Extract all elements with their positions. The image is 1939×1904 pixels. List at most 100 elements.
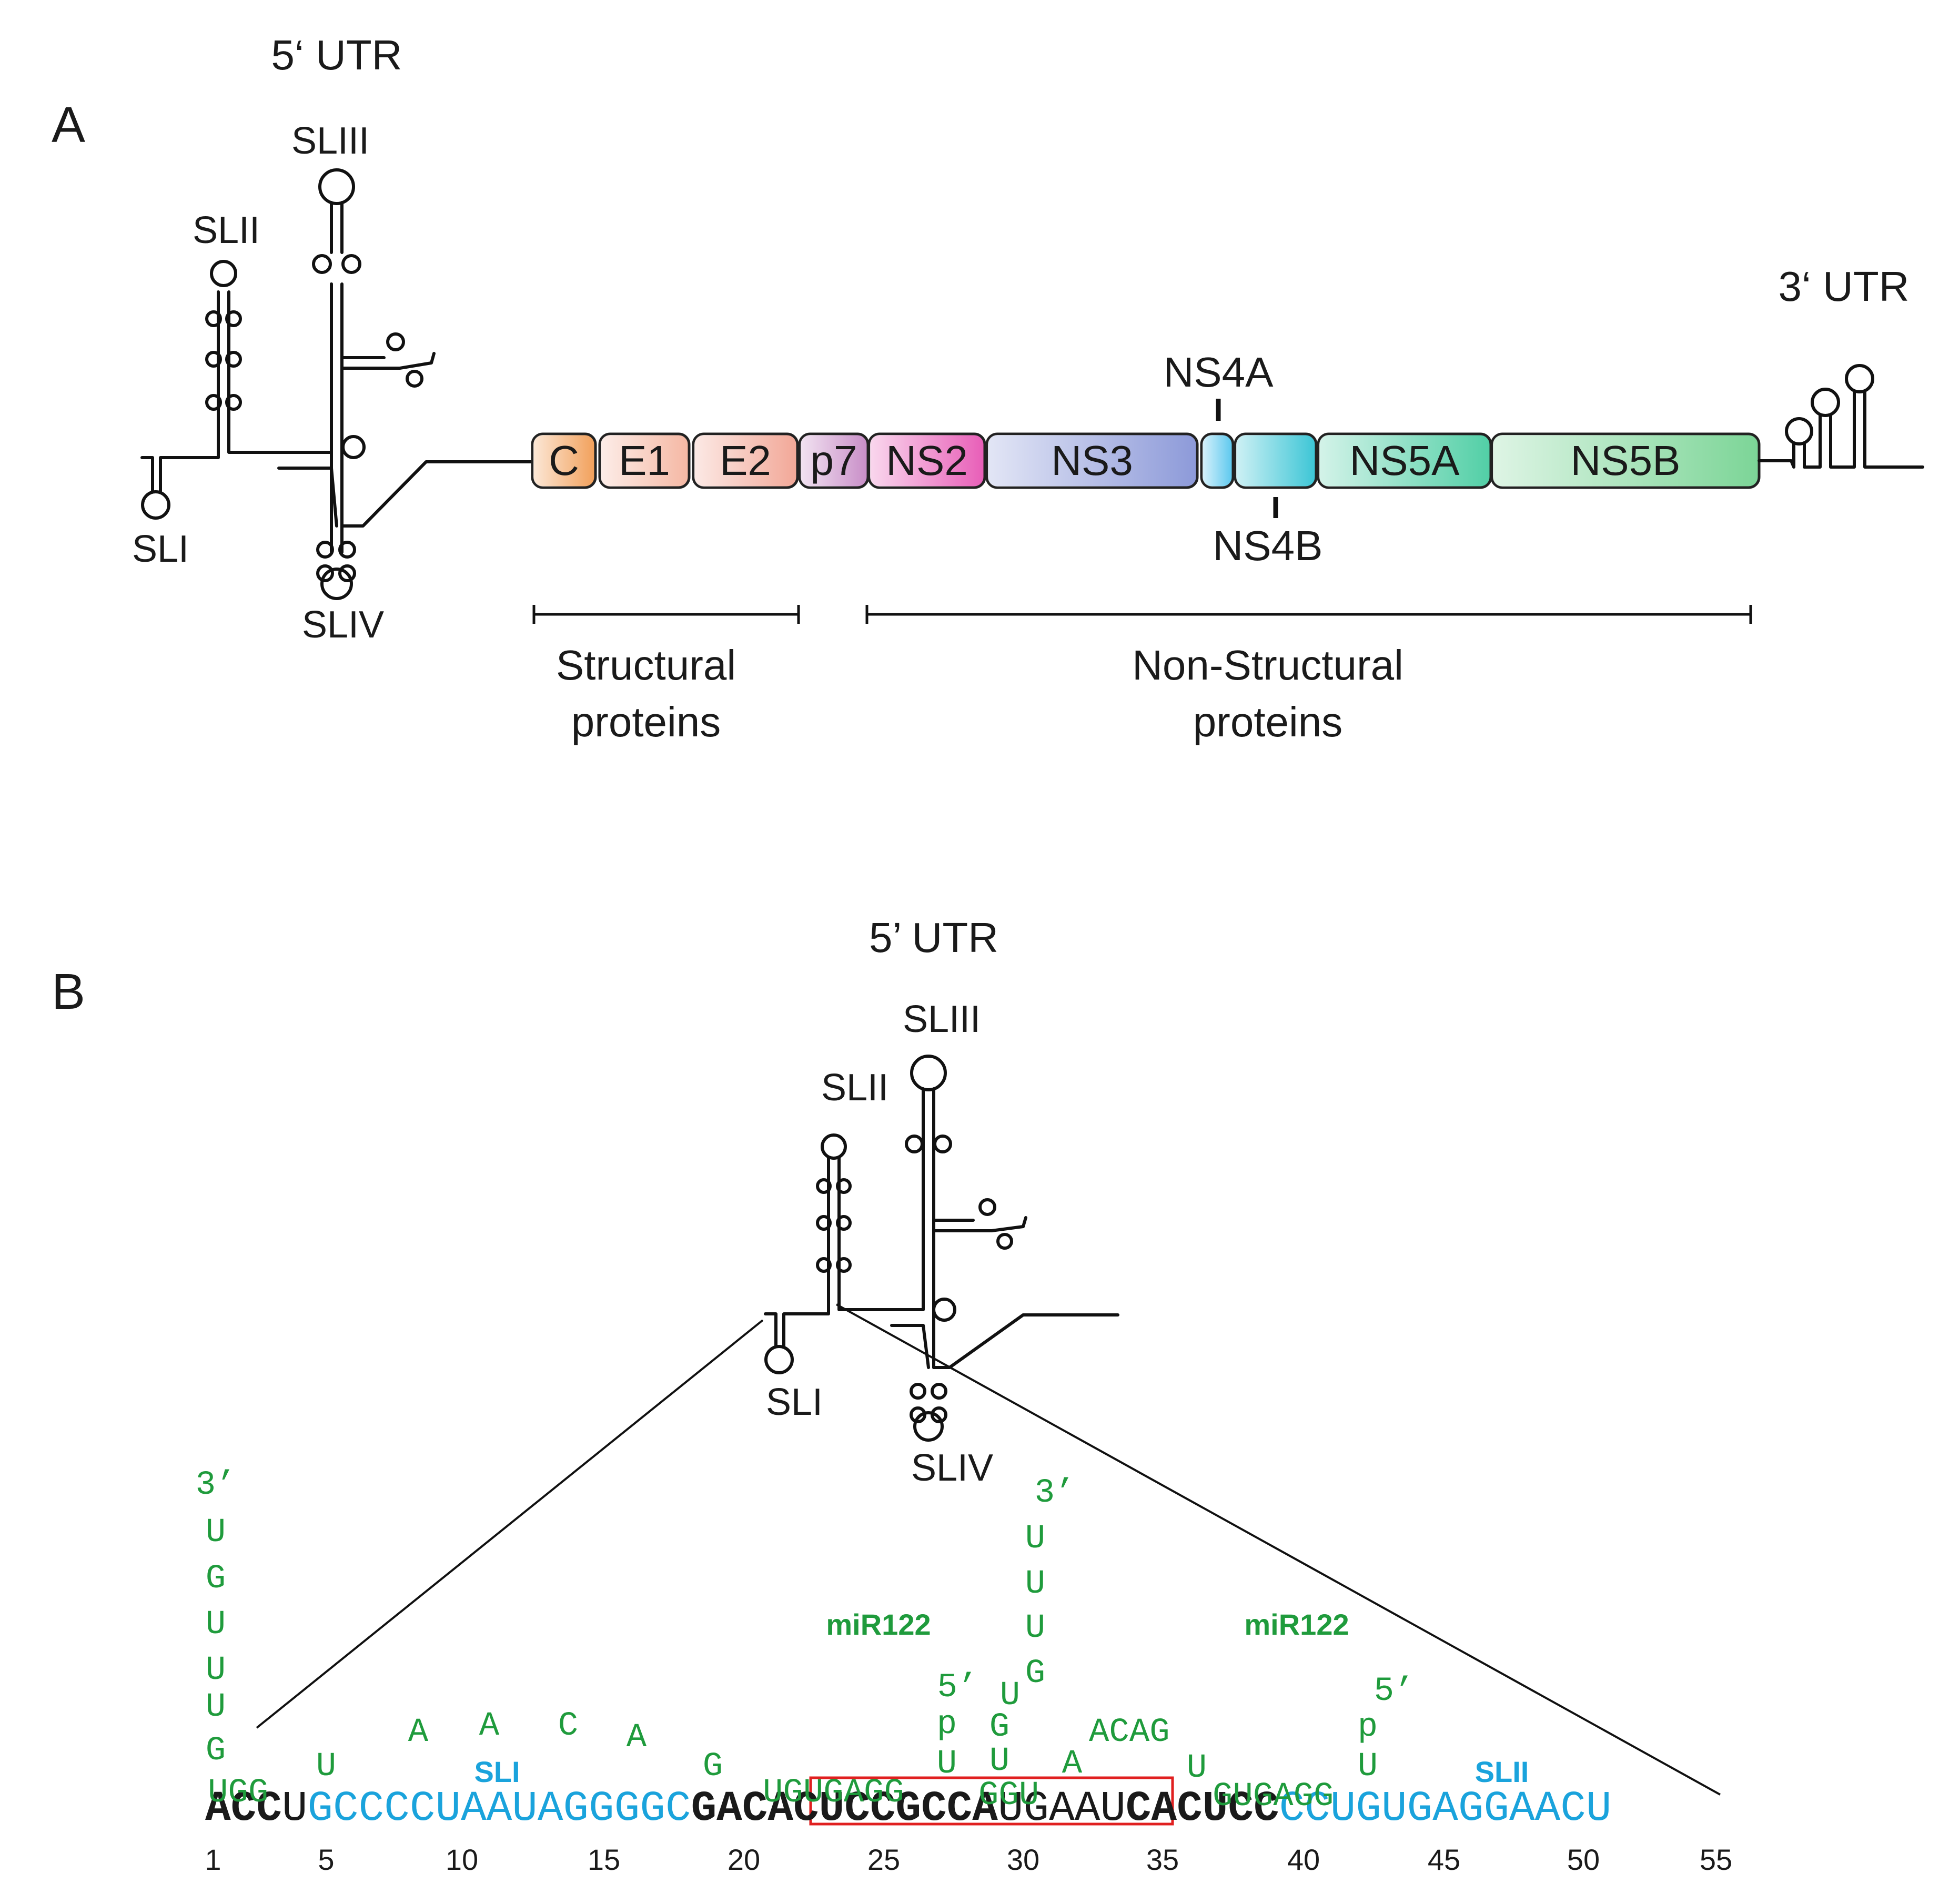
gene-ns2-sheen: [870, 435, 984, 487]
seq-seg-5: ACUCCGCCA: [767, 1785, 998, 1833]
mir1-loop-0: U: [316, 1748, 336, 1786]
gene-c: C: [531, 432, 597, 489]
seq-seg-8: CACUCC: [1126, 1785, 1279, 1833]
seq-seg-9: CCUGUGAGGAACU: [1279, 1785, 1612, 1833]
panel-a-utr5-title: 5‘ UTR: [271, 32, 402, 78]
nonstructural-label-line2: proteins: [1193, 698, 1343, 745]
pos-20: 20: [728, 1843, 760, 1876]
gene-c-label: C: [549, 437, 579, 484]
panel-a-label-slii: SLII: [193, 209, 260, 251]
gene-ns5b-label: NS5B: [1571, 437, 1681, 484]
gene-ns5a-label: NS5A: [1350, 437, 1460, 484]
pos-5: 5: [318, 1843, 334, 1876]
seed-highlight-box: [809, 1776, 1174, 1826]
mir1-v4: U: [206, 1652, 226, 1689]
panel-b-utr5-title: 5’ UTR: [869, 914, 998, 961]
nonstructural-label-line1: Non-Structural: [1132, 642, 1403, 688]
mir2-paired: UGUGAGG: [763, 1774, 904, 1812]
pos-1: 1: [205, 1843, 221, 1876]
panel-a-label-sli: SLI: [132, 528, 189, 570]
structural-label-line2: proteins: [571, 698, 721, 745]
mir3-v0: 3’: [1035, 1474, 1075, 1512]
gene-p7-sheen: [801, 435, 867, 487]
mir3-bulge-0: U: [1000, 1677, 1020, 1715]
mir1-base: UGG: [208, 1774, 268, 1812]
structural-bracket: [532, 605, 800, 624]
mir2-prime5: 5’: [937, 1669, 978, 1707]
gene-ns5a: NS5A: [1317, 432, 1492, 489]
mirna-1: 3’ U G U U U G UGG U A A C A G: [196, 1466, 723, 1812]
gene-e1-label: E1: [619, 437, 670, 484]
seq-seg-4: GAC: [691, 1785, 768, 1833]
mir4-paired: GUGAGG: [1213, 1778, 1334, 1816]
panel-b: B 5’ UTR SLI: [52, 914, 1732, 1876]
gene-ns4b-sheen: [1236, 435, 1315, 487]
gene-ns4b: [1234, 432, 1318, 489]
mir1-v1: U: [206, 1514, 226, 1552]
mir3-v3: U: [1025, 1609, 1045, 1647]
mir3-v2: U: [1025, 1565, 1045, 1603]
seq-label-slii: SLII: [1475, 1755, 1529, 1788]
pos-45: 45: [1428, 1843, 1460, 1876]
panel-b-label-sli: SLI: [766, 1381, 823, 1423]
mir3-acag: ACAG: [1089, 1714, 1170, 1751]
mirna-2: miR122 UGUGAGG 5’ p U: [763, 1608, 977, 1812]
pos-25: 25: [867, 1843, 900, 1876]
mir1-v3: U: [206, 1606, 226, 1644]
mir1-loop-1: A: [408, 1714, 429, 1751]
panel-b-utr5-structure: [764, 1055, 1119, 1442]
panel-a-label-sliii: SLIII: [291, 120, 369, 162]
mir4-p: p: [1358, 1708, 1378, 1746]
pos-10: 10: [446, 1843, 478, 1876]
mir4-name: miR122: [1244, 1608, 1349, 1641]
mirna-4: miR122 GUGAGG 5’ p U: [1213, 1608, 1414, 1816]
panel-a: A 5‘ UTR: [52, 32, 1924, 745]
mir3-u: U: [1187, 1749, 1207, 1787]
zoom-line-right: [836, 1303, 1721, 1796]
mir1-v2: G: [206, 1560, 226, 1598]
seq-seg-2: U: [282, 1785, 308, 1833]
zoom-line-left: [256, 1319, 764, 1729]
pos-30: 30: [1007, 1843, 1039, 1876]
panel-b-label-slii: SLII: [821, 1067, 888, 1109]
panel-b-label-sliii: SLIII: [903, 998, 981, 1040]
pos-50: 50: [1567, 1843, 1600, 1876]
seq-seg-6: UGAA: [998, 1785, 1100, 1833]
gene-ns2: NS2: [867, 432, 986, 489]
panel-a-letter: A: [52, 97, 85, 153]
pos-15: 15: [588, 1843, 620, 1876]
panel-b-label-sliv: SLIV: [911, 1447, 993, 1489]
mir4-u: U: [1358, 1748, 1378, 1786]
seq-seg-1: ACC: [205, 1785, 282, 1833]
panel-a-utr3-title: 3‘ UTR: [1779, 263, 1910, 310]
gene-e1: E1: [598, 432, 691, 489]
mir1-loop-3: C: [558, 1707, 578, 1745]
mir1-v6: G: [206, 1732, 226, 1770]
mir3-a: A: [1062, 1745, 1083, 1783]
mir1-loop-2: A: [479, 1707, 500, 1745]
position-numbers: 1 5 10 15 20 25 30 35 40 45 50 55: [205, 1843, 1732, 1876]
pos-40: 40: [1287, 1843, 1320, 1876]
gene-e2: E2: [692, 432, 799, 489]
mir1-loop-4: A: [627, 1719, 647, 1757]
mir2-name: miR122: [826, 1608, 931, 1641]
gene-e2-label: E2: [720, 437, 771, 484]
mirna-3: 3’ U U U G U G U GGU A ACAG U: [978, 1474, 1207, 1815]
gene-ns3-label: NS3: [1051, 437, 1133, 484]
gene-ns3-sheen: [988, 435, 1196, 487]
seq-seg-3: GCCCCUAAUAGGGGC: [307, 1785, 691, 1833]
gene-ns4a: [1200, 432, 1235, 489]
gene-ns5b-sheen: [1493, 435, 1758, 487]
panel-a-utr3-structure: [1758, 364, 1924, 469]
mir2-u: U: [937, 1745, 957, 1783]
ns4b-label: NS4B: [1213, 522, 1323, 569]
polyprotein-bar: C E1 E2 p7 NS2: [531, 432, 1761, 489]
ns4a-label: NS4A: [1164, 349, 1274, 396]
gene-c-sheen: [533, 435, 594, 487]
sequence-line: ACCUGCCCCUAAUAGGGGCGACACUCCGCCAUGAAUCACU…: [205, 1785, 1611, 1833]
gene-p7: p7: [798, 432, 870, 489]
seq-label-sli: SLI: [474, 1755, 520, 1788]
pos-55: 55: [1700, 1843, 1732, 1876]
gene-e2-sheen: [694, 435, 796, 487]
